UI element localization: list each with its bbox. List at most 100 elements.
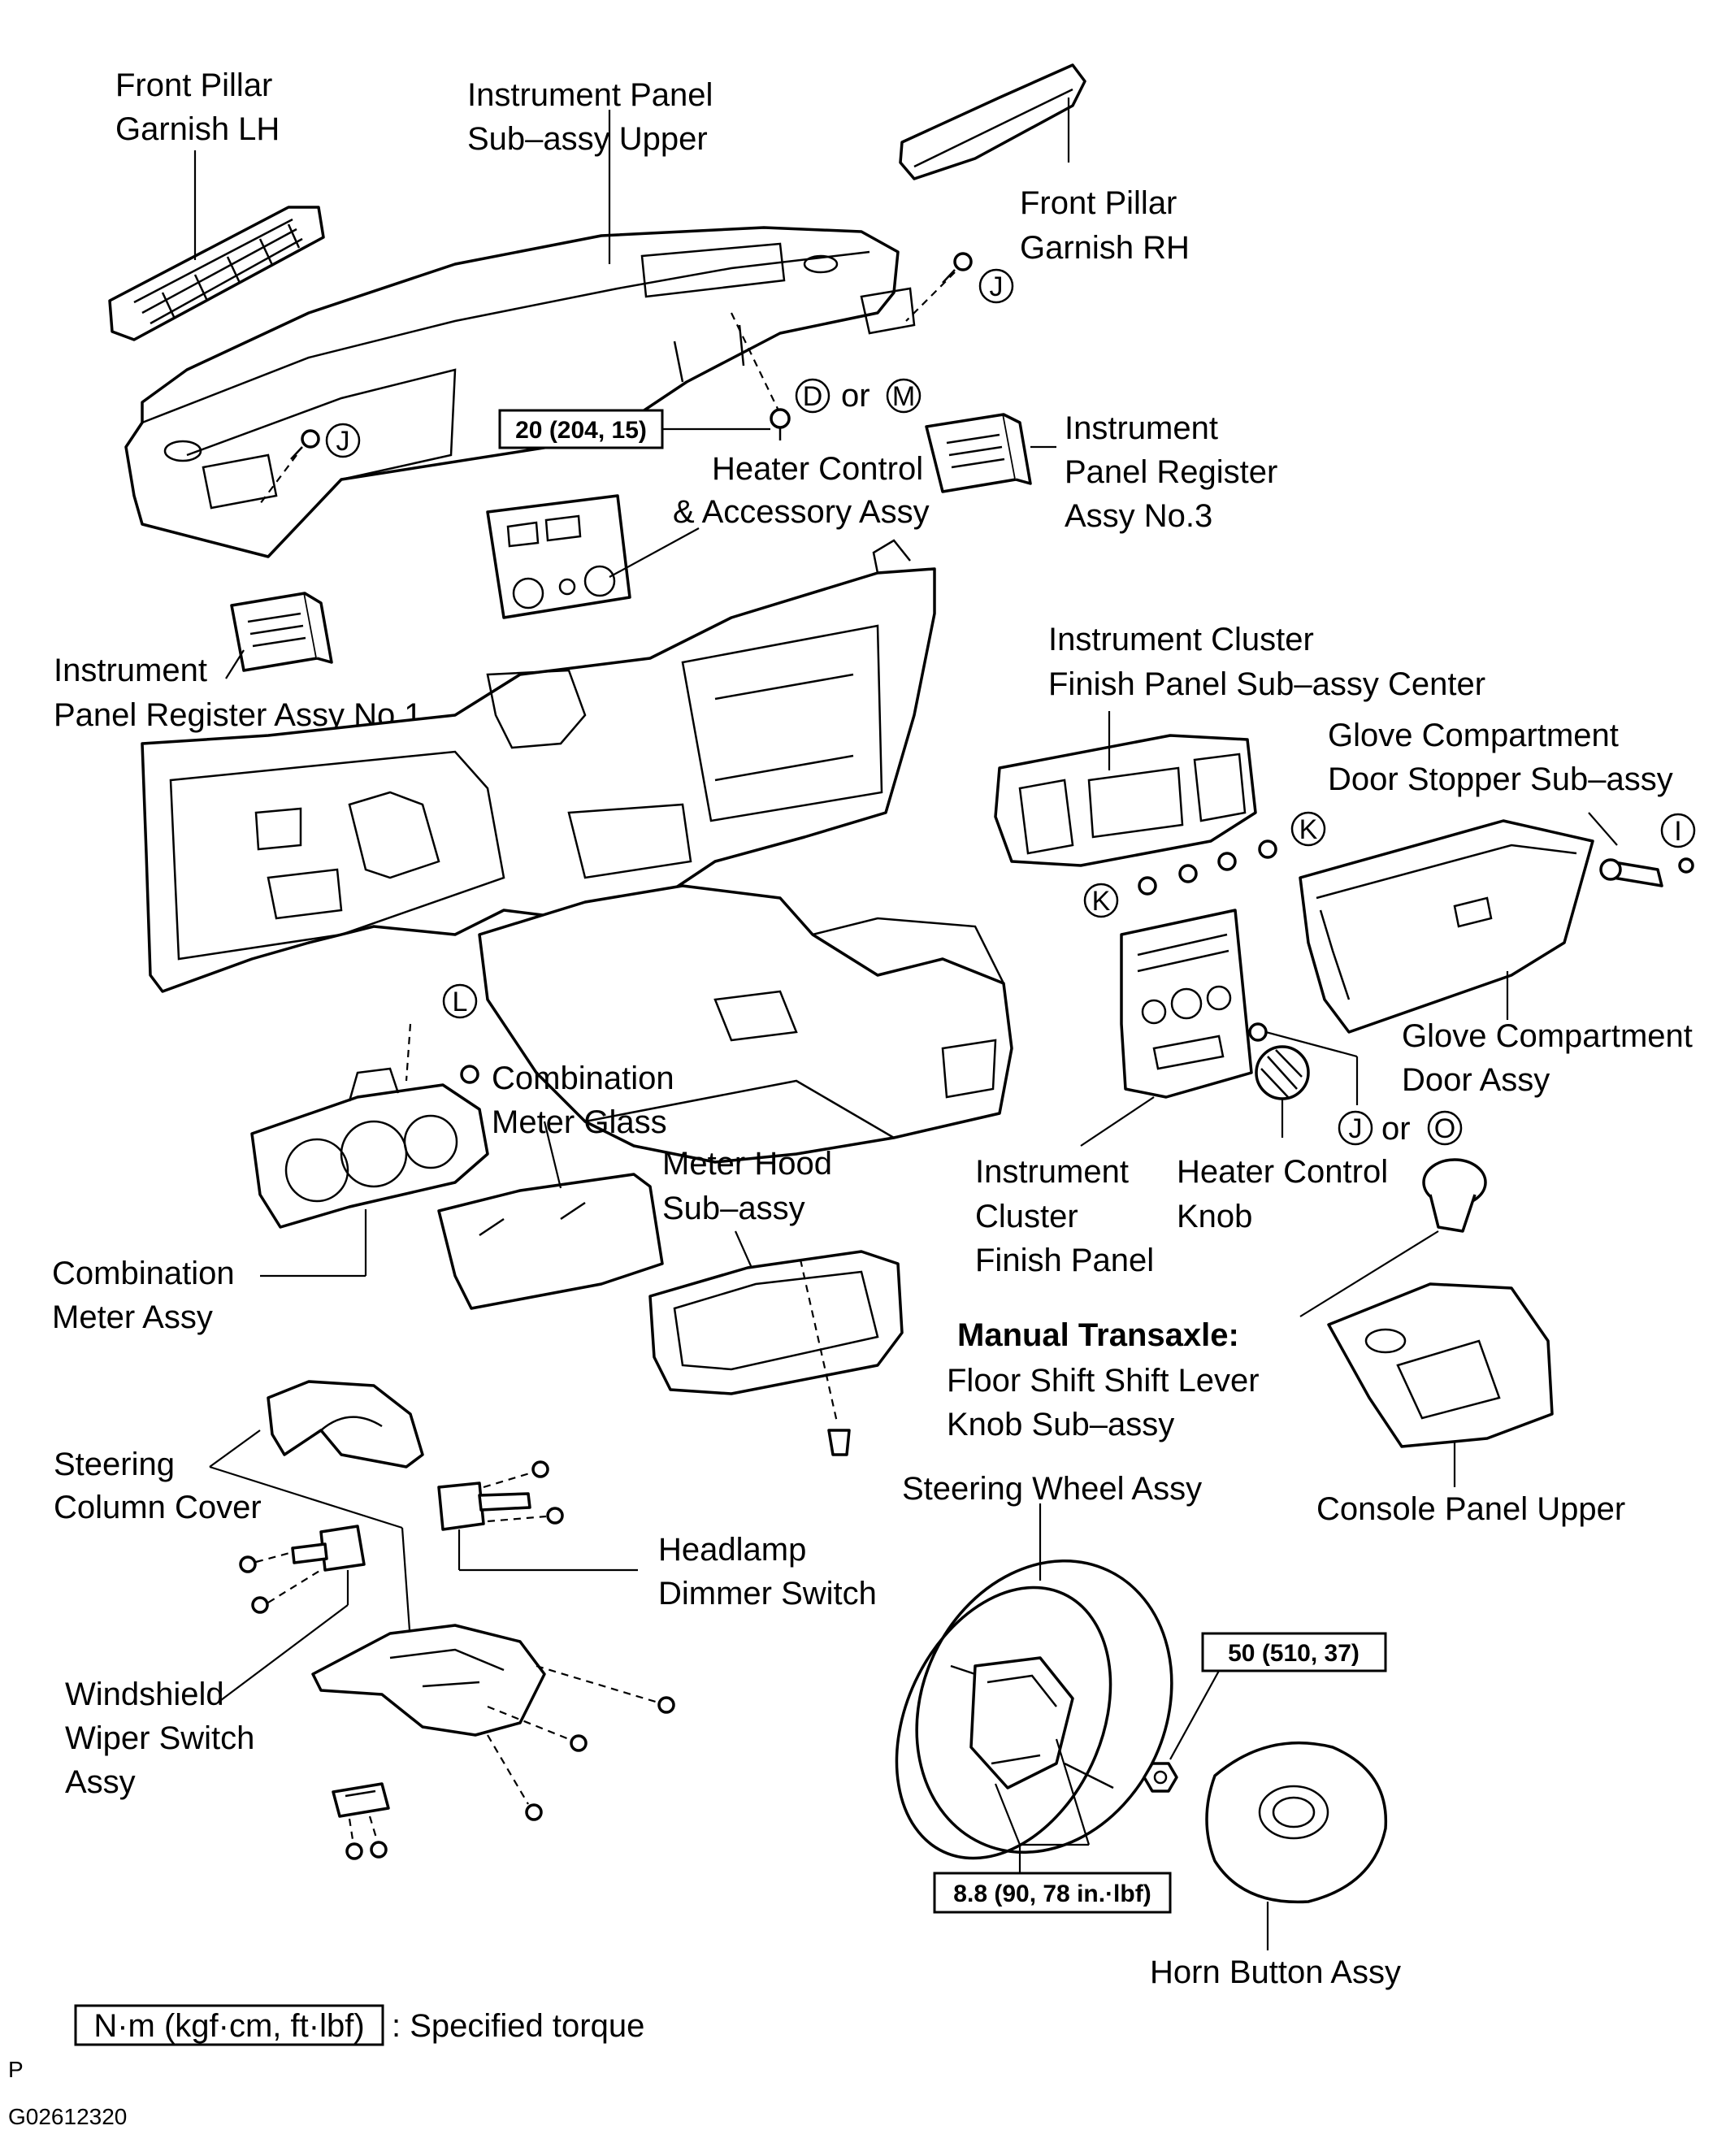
cluster-finish-panel-label-2: Cluster <box>975 1199 1078 1234</box>
combination-meter-label-2: Meter Assy <box>52 1299 213 1335</box>
front-pillar-garnish-rh-label-2: Garnish RH <box>1020 230 1190 266</box>
horn-button-part <box>1205 1742 1388 1904</box>
register-no1-part <box>230 592 333 672</box>
column-cover-screw-1 <box>657 1696 675 1714</box>
bracket-screw-2 <box>370 1841 388 1859</box>
torque-box-steering-screw <box>933 1872 1172 1914</box>
connector-i-text: I <box>1674 816 1681 847</box>
console-upper-label: Console Panel Upper <box>1316 1491 1625 1527</box>
connector-m <box>886 378 922 414</box>
heater-knob-label-2: Knob <box>1177 1199 1252 1234</box>
torque-heater-text: 20 (204, 15) <box>515 417 647 444</box>
combination-meter-assy-part <box>250 1067 489 1229</box>
dimmer-screw-top <box>531 1460 549 1478</box>
footer-p: P <box>8 2057 24 2082</box>
lead-column-cover-drop <box>401 1527 412 1642</box>
dash-heater-screw <box>731 312 779 411</box>
shift-knob-label-1: Floor Shift Shift Lever <box>947 1363 1260 1399</box>
connector-j-left-text: J <box>336 426 350 457</box>
connector-j-lower <box>1338 1110 1373 1146</box>
instrument-panel-upper-label-2: Sub–assy Upper <box>467 121 708 157</box>
steering-wheel-nut <box>1143 1762 1178 1793</box>
lead-heater-control <box>609 527 700 578</box>
lead-register-no1 <box>225 649 245 679</box>
dash-clip-j-left <box>259 454 297 505</box>
connector-m-text: M <box>892 381 915 412</box>
headlamp-dimmer-switch-part <box>437 1481 531 1531</box>
dash-bracket-screws <box>348 1815 379 1846</box>
lead-shift-knob <box>1299 1230 1439 1317</box>
lead-glove-stopper <box>1588 812 1618 846</box>
column-cover-screw-2 <box>570 1734 588 1752</box>
heater-knob-label-1: Heater Control <box>1177 1154 1388 1190</box>
dash-screw-l <box>405 1023 412 1082</box>
glove-stopper-part <box>1599 858 1663 887</box>
connector-i <box>1660 813 1696 848</box>
register-no3-label-2: Panel Register <box>1065 454 1277 490</box>
connector-k-left <box>1083 883 1119 918</box>
connector-k-left-text: K <box>1092 886 1111 917</box>
lead-meter-glass <box>543 1121 562 1189</box>
connector-d-text: D <box>803 381 823 412</box>
register-no3-label-1: Instrument <box>1065 410 1218 446</box>
instrument-panel-upper-part <box>124 226 916 558</box>
dash-meter-hood-clip <box>799 1259 839 1423</box>
wiper-screw-top <box>239 1555 257 1573</box>
dash-column-cover-screws <box>487 1664 659 1805</box>
legend-unit-text: N·m (kgf·cm, ft·lbf) <box>93 2008 364 2044</box>
connector-l <box>442 983 478 1019</box>
console-panel-upper-part <box>1327 1282 1554 1448</box>
cluster-finish-panel-part <box>1120 909 1253 1099</box>
center-console-part <box>478 884 1013 1164</box>
steering-column-cover-upper-part <box>267 1380 424 1468</box>
meter-hood-part <box>648 1250 904 1395</box>
meter-glass-label-1: Combination <box>492 1061 674 1096</box>
heater-control-knob-part <box>1255 1045 1310 1100</box>
wiper-switch-part <box>291 1525 366 1572</box>
horn-button-label: Horn Button Assy <box>1150 1954 1401 1990</box>
torque-steering-nut-text: 50 (510, 37) <box>1228 1640 1360 1667</box>
front-pillar-garnish-rh-label-1: Front Pillar <box>1020 185 1177 221</box>
connector-j-lower-text: J <box>1349 1113 1363 1144</box>
steering-wheel-part <box>895 1559 1173 1860</box>
cluster-finish-center-label-1: Instrument Cluster <box>1048 622 1314 657</box>
screw-i <box>1678 857 1694 874</box>
connector-o-text: O <box>1434 1113 1455 1144</box>
connector-j-left <box>325 423 361 458</box>
front-pillar-garnish-lh-label-2: Garnish LH <box>115 111 280 147</box>
cluster-finish-center-label-2: Finish Panel Sub–assy Center <box>1048 666 1485 702</box>
torque-steering-screw-text: 8.8 (90, 78 in.·lbf) <box>953 1881 1151 1907</box>
front-pillar-garnish-lh-part <box>108 206 325 341</box>
lead-column-cover-upper <box>209 1429 261 1468</box>
lead-torque-8-8-left <box>994 1783 1021 1846</box>
footer-code: G02612320 <box>8 2104 127 2129</box>
lead-wiper-switch-diag <box>217 1604 349 1703</box>
torque-box-steering-nut <box>1201 1632 1387 1672</box>
register-no1-label-1: Instrument <box>54 653 207 688</box>
meter-hood-label-1: Meter Hood <box>662 1146 832 1182</box>
cluster-finish-panel-label-3: Finish Panel <box>975 1243 1154 1278</box>
glove-compartment-door-part <box>1299 819 1594 1034</box>
clip-screw-upper-right <box>942 252 973 284</box>
wiper-label-3: Assy <box>65 1764 136 1800</box>
wiper-screw-bottom <box>251 1596 269 1614</box>
connector-k-right-text: K <box>1299 814 1318 845</box>
dimmer-screw-bottom <box>546 1507 564 1525</box>
instrument-panel-body-part <box>141 539 936 993</box>
connector-d <box>795 378 830 414</box>
steering-wheel-label: Steering Wheel Assy <box>902 1471 1202 1507</box>
heater-control-label-1: Heater Control <box>712 451 923 487</box>
meter-hood-clip <box>827 1429 851 1456</box>
column-cover-label-2: Column Cover <box>54 1490 262 1525</box>
connector-j-upper-right-text: J <box>990 271 1004 302</box>
lead-torque-8-8-right <box>1055 1738 1091 1846</box>
screw-j-or-o <box>1248 1022 1268 1042</box>
heater-control-label-2: & Accessory Assy <box>673 494 930 530</box>
bracket-screw-1 <box>345 1842 363 1860</box>
lead-cluster-finish-panel <box>1080 1096 1155 1147</box>
lead-column-cover-lower <box>209 1465 403 1529</box>
dash-clip-j-upper <box>905 271 956 322</box>
meter-hood-label-2: Sub–assy <box>662 1191 805 1226</box>
